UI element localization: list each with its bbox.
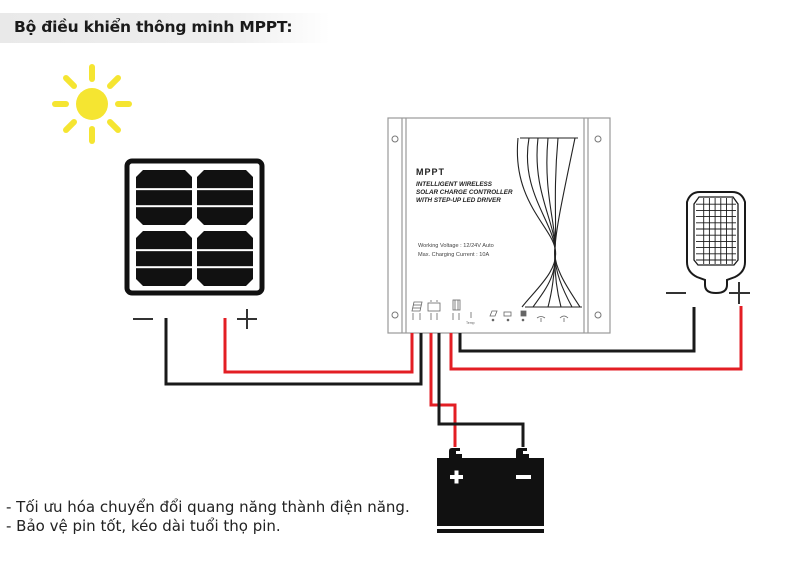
- battery-plus-icon: [450, 470, 463, 484]
- solar-cell-stripe: [197, 266, 253, 269]
- solar-cell: [136, 170, 192, 225]
- terminal-solar-icon: [411, 301, 423, 320]
- wire-battery-positive: [429, 333, 457, 447]
- mounting-hole-icon: [594, 135, 602, 143]
- controller-subtitle-2: SOLAR CHARGE CONTROLLER: [416, 189, 513, 196]
- wire-solar-positive: [223, 318, 414, 374]
- controller-spec-voltage: Working Voltage : 12/24V Auto: [418, 243, 494, 249]
- mounting-hole-icon: [391, 311, 399, 319]
- solar-cell-stripe: [197, 205, 253, 208]
- terminal-load-icon: [452, 299, 461, 320]
- title-band: [0, 13, 330, 43]
- wire-solar-negative: [164, 318, 423, 386]
- lamp-polarity: [666, 282, 750, 304]
- charge-controller: MPPT INTELLIGENT WIRELESS SOLAR CHARGE C…: [387, 117, 611, 334]
- solar-cell-stripe: [136, 205, 192, 208]
- solar-cell: [136, 231, 192, 286]
- page-title: Bộ điều khiển thông minh MPPT:: [14, 18, 293, 36]
- wire-battery-negative: [437, 333, 525, 447]
- swoosh-logo-icon: [516, 137, 582, 308]
- temp-label: Temp: [466, 321, 475, 325]
- wire-load-positive: [449, 306, 743, 371]
- feature-notes: - Tối ưu hóa chuyển đổi quang năng thành…: [6, 498, 410, 536]
- solar-panel-polarity: [133, 309, 257, 329]
- battery-indicator-icon: [503, 311, 512, 317]
- load-indicator-icon: [520, 310, 527, 317]
- battery-icon: [437, 448, 544, 533]
- battery-minus-icon: [516, 475, 531, 479]
- wire-load-negative: [458, 307, 696, 353]
- solar-panel-indicator-icon: [489, 310, 498, 317]
- solar-cell: [197, 231, 253, 286]
- controller-subtitle-3: WITH STEP-UP LED DRIVER: [416, 197, 501, 204]
- wireless-indicator-icon: [536, 316, 546, 322]
- note-item: - Bảo vệ pin tốt, kéo dài tuổi thọ pin.: [6, 517, 281, 535]
- solar-cell-stripe: [136, 188, 192, 191]
- plus-sign-icon: [237, 309, 257, 329]
- led-lamp-icon: [686, 191, 746, 295]
- solar-cell-stripe: [197, 249, 253, 252]
- wires: [164, 306, 743, 447]
- controller-spec-current: Max. Charging Current : 10A: [418, 252, 489, 258]
- mounting-hole-icon: [391, 135, 399, 143]
- controller-brand: MPPT: [416, 167, 445, 177]
- solar-cell-stripe: [136, 249, 192, 252]
- controller-subtitle-1: INTELLIGENT WIRELESS: [416, 181, 493, 188]
- plus-sign-icon: [729, 282, 750, 304]
- solar-cell-stripe: [136, 266, 192, 269]
- wireless-indicator-icon: [559, 315, 569, 322]
- sun-icon: [52, 64, 132, 144]
- terminal-battery-icon: [427, 300, 441, 320]
- note-item: - Tối ưu hóa chuyển đổi quang năng thành…: [6, 498, 410, 516]
- mounting-hole-icon: [594, 311, 602, 319]
- solar-panel-icon: [124, 158, 265, 296]
- solar-cell: [197, 170, 253, 225]
- solar-cell-stripe: [197, 188, 253, 191]
